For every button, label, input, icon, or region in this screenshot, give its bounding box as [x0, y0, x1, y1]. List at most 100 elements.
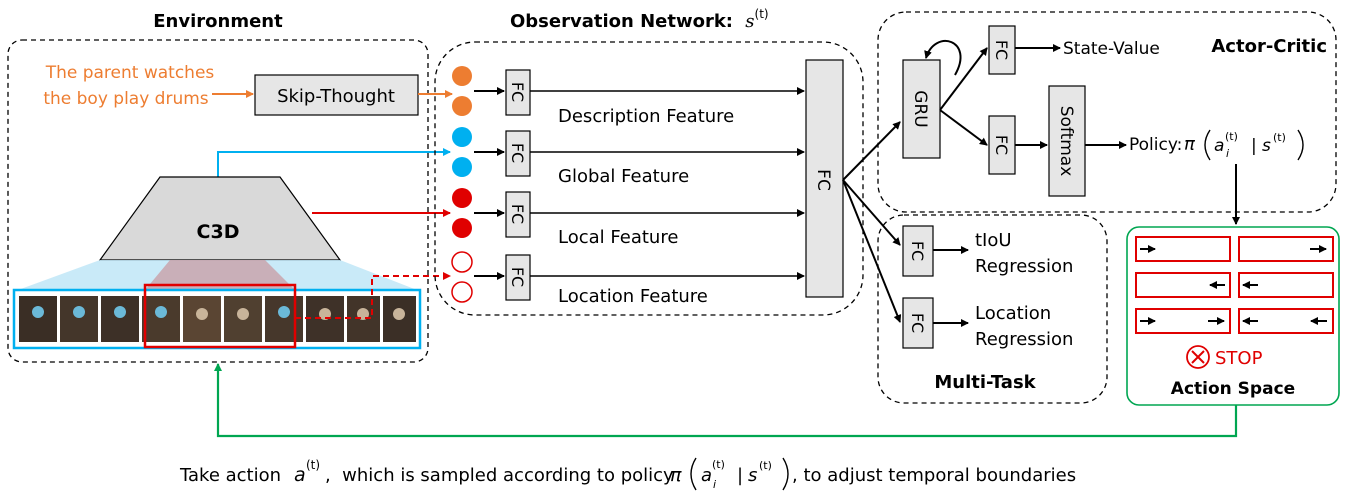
- tiou-line-2: Regression: [975, 256, 1073, 277]
- fc-label: FC: [508, 82, 527, 102]
- location-regression-line-1: Location: [975, 303, 1051, 324]
- video-frame: [60, 296, 98, 342]
- multi-task-title: Multi-Task: [934, 372, 1036, 393]
- video-frame: [142, 296, 180, 342]
- frame-figure: [393, 308, 405, 320]
- frame-figure: [237, 308, 249, 320]
- fc-value-box: [988, 25, 1016, 75]
- actor-critic-title: Actor-Critic: [1211, 36, 1327, 57]
- c3d-label: C3D: [197, 221, 240, 243]
- local-dot: [452, 188, 472, 208]
- policy-i: i: [1226, 147, 1229, 160]
- video-frames: [19, 296, 416, 342]
- caption-t3: (t): [759, 459, 772, 472]
- gru-label: GRU: [910, 90, 930, 127]
- location-dot: [451, 251, 473, 273]
- observation-title: Observation Network: s(t): [510, 7, 769, 32]
- observation-box: [434, 41, 864, 316]
- multi-task-box: [877, 214, 1108, 404]
- stop-icon: [1186, 345, 1210, 369]
- caption-s: s: [748, 465, 757, 486]
- softmax-label: Softmax: [1056, 106, 1076, 177]
- actor-critic-box: [877, 11, 1337, 213]
- fc-label: FC: [508, 204, 527, 224]
- gru-to-fc-value: [939, 47, 988, 111]
- sentence-line-2: the boy play drums: [43, 89, 208, 109]
- global-path-arrow: [217, 148, 451, 177]
- caption-pi: π: [670, 464, 682, 486]
- caption-part-2: , which is sampled according to policy: [325, 465, 679, 486]
- policy-a: a: [1214, 136, 1224, 156]
- caption-bar: |: [737, 465, 743, 486]
- action-move-end-right: [1238, 236, 1334, 262]
- fc-policy-box: [988, 115, 1016, 175]
- c3d-block: [98, 176, 342, 261]
- to-gru-arrow: [842, 121, 901, 181]
- video-frame: [19, 296, 57, 342]
- caption-ai: a: [701, 465, 712, 486]
- video-frame: [101, 296, 139, 342]
- softmax-box: [1048, 85, 1086, 197]
- caption-t2: (t): [712, 458, 725, 471]
- gru-recurrent-arrow: [924, 40, 962, 76]
- sentence-line-1: The parent watches: [45, 63, 215, 83]
- description-dot: [452, 96, 472, 116]
- policy-formula: π: [1184, 134, 1196, 155]
- fc-label: FC: [508, 267, 527, 287]
- policy-st: (t): [1273, 131, 1286, 144]
- fc-local: FC: [474, 191, 805, 238]
- policy-paren-left: [1204, 129, 1211, 161]
- stop-label: STOP: [1215, 348, 1263, 369]
- big-fc-label: FC: [813, 169, 833, 191]
- action-space-box: [1126, 226, 1340, 406]
- tiou-line-1: tIoU: [975, 230, 1012, 251]
- to-location-arrow: [842, 179, 902, 323]
- fc-location-box: [902, 297, 934, 349]
- fc-tiou-box: [902, 225, 934, 277]
- frame-figure: [278, 306, 290, 318]
- gru-box: [902, 59, 941, 159]
- description-feature-label: Description Feature: [558, 106, 734, 127]
- local-dot: [452, 218, 472, 238]
- frame-figure: [196, 308, 208, 320]
- policy-s: s: [1262, 136, 1271, 156]
- description-dot: [452, 66, 472, 86]
- location-dot: [451, 281, 473, 303]
- caption-paren-right: [782, 457, 789, 491]
- to-tiou-arrow: [842, 179, 901, 246]
- global-dot: [452, 157, 472, 177]
- local-feature-label: Local Feature: [558, 227, 678, 248]
- policy-bar: |: [1251, 136, 1257, 156]
- caption-part-3: , to adjust temporal boundaries: [792, 465, 1076, 486]
- action-buttons: [1135, 236, 1334, 334]
- action-space-title: Action Space: [1171, 379, 1295, 399]
- fc-global: FC: [474, 130, 805, 177]
- caption-i: i: [713, 478, 716, 491]
- global-feature-label: Global Feature: [558, 166, 689, 187]
- feedback-loop-arrow: [214, 363, 1238, 438]
- frame-figure: [32, 306, 44, 318]
- fc-label: FC: [908, 241, 927, 261]
- policy-t: (t): [1225, 130, 1238, 143]
- caption-a: a: [294, 464, 306, 486]
- environment-box: [7, 39, 429, 363]
- state-value-label: State-Value: [1063, 39, 1160, 59]
- fc-description: FC: [474, 69, 805, 116]
- frame-figure: [73, 306, 85, 318]
- local-window: [143, 283, 297, 349]
- caption-paren-left: [690, 457, 697, 491]
- policy-label: Policy:: [1129, 135, 1182, 155]
- fc-label: FC: [908, 313, 927, 333]
- location-feature-label: Location Feature: [558, 286, 708, 307]
- skip-thought-label: Skip-Thought: [277, 86, 395, 107]
- frame-figure: [155, 306, 167, 318]
- caption-t1: (t): [306, 458, 320, 472]
- frame-figure: [114, 306, 126, 318]
- fc-label: FC: [992, 135, 1011, 155]
- gru-to-fc-policy: [939, 109, 988, 146]
- local-projection: [145, 260, 295, 290]
- environment-title: Environment: [153, 11, 283, 32]
- fc-label: FC: [508, 143, 527, 163]
- location-regression-line-2: Regression: [975, 329, 1073, 350]
